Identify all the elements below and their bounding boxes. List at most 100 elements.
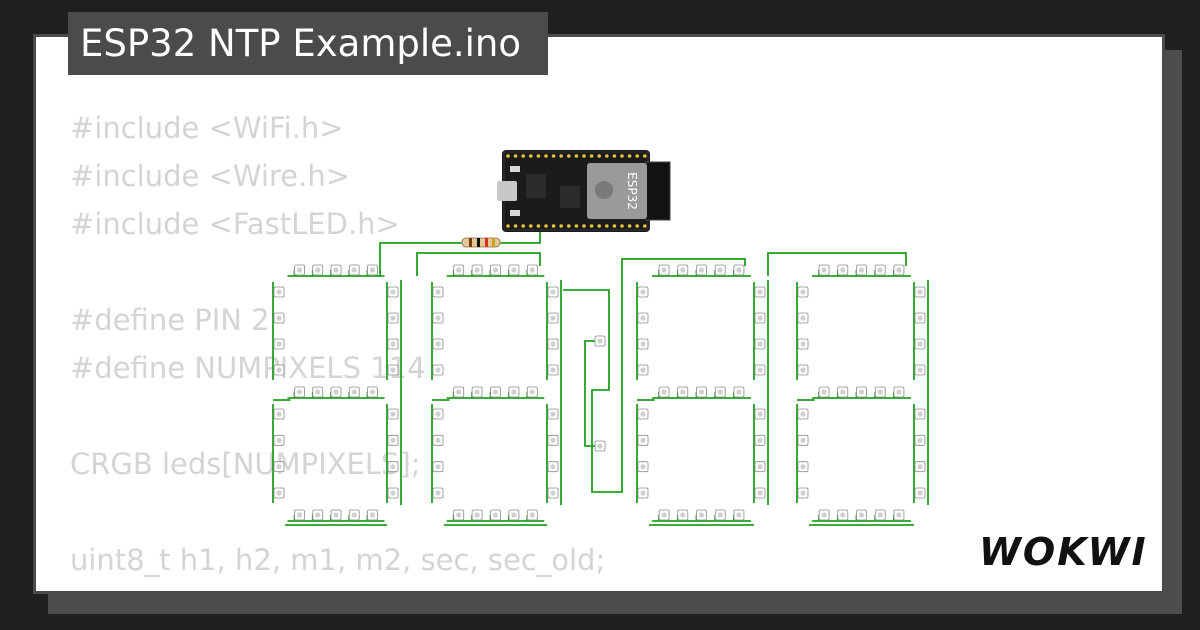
led-pixel[interactable] <box>914 434 926 446</box>
led-pixel[interactable] <box>273 487 285 499</box>
led-pixel[interactable] <box>432 312 444 324</box>
led-pixel[interactable] <box>526 264 538 276</box>
led-pixel[interactable] <box>893 264 905 276</box>
board-pin[interactable] <box>574 224 579 228</box>
led-pixel[interactable] <box>432 461 444 473</box>
led-pixel[interactable] <box>754 286 766 298</box>
led-pixel[interactable] <box>658 264 670 276</box>
led-pixel[interactable] <box>432 338 444 350</box>
led-pixel[interactable] <box>637 364 649 376</box>
led-pixel[interactable] <box>547 408 559 420</box>
led-pixel[interactable] <box>637 286 649 298</box>
led-pixel[interactable] <box>348 386 360 398</box>
led-pixel[interactable] <box>273 461 285 473</box>
led-pixel[interactable] <box>453 386 465 398</box>
board-pin[interactable] <box>620 154 624 158</box>
board-pin[interactable] <box>544 154 548 158</box>
led-pixel[interactable] <box>547 434 559 446</box>
board-pin[interactable] <box>605 224 609 228</box>
led-pixel[interactable] <box>677 386 689 398</box>
led-pixel[interactable] <box>856 386 867 398</box>
led-pixel[interactable] <box>387 364 399 376</box>
led-pixel[interactable] <box>914 312 926 324</box>
led-pixel[interactable] <box>696 264 707 276</box>
reset-button[interactable] <box>510 210 520 216</box>
board-pin[interactable] <box>605 154 609 158</box>
led-pixel[interactable] <box>432 286 444 298</box>
led-pixel[interactable] <box>387 286 399 298</box>
led-pixel[interactable] <box>733 386 745 398</box>
led-pixel[interactable] <box>677 264 689 276</box>
led-pixel[interactable] <box>547 461 559 473</box>
led-pixel[interactable] <box>294 509 305 521</box>
led-pixel[interactable] <box>547 312 559 324</box>
resistor[interactable] <box>461 237 501 248</box>
led-pixel[interactable] <box>914 364 926 376</box>
led-pixel[interactable] <box>797 434 809 446</box>
board-pin[interactable] <box>529 224 533 228</box>
led-pixel[interactable] <box>367 386 378 398</box>
led-pixel[interactable] <box>490 386 501 398</box>
led-pixel[interactable] <box>893 386 905 398</box>
board-pin[interactable] <box>589 224 594 228</box>
board-pin[interactable] <box>627 224 632 228</box>
board-pin[interactable] <box>574 154 579 158</box>
led-pixel[interactable] <box>714 386 726 398</box>
led-pixel[interactable] <box>837 386 849 398</box>
board-pin[interactable] <box>589 154 594 158</box>
led-pixel[interactable] <box>387 461 399 473</box>
led-pixel[interactable] <box>547 487 559 499</box>
led-pixel[interactable] <box>797 286 809 298</box>
led-pixel[interactable] <box>714 509 726 521</box>
led-pixel[interactable] <box>594 335 606 347</box>
board-pin[interactable] <box>536 224 541 228</box>
board-pin[interactable] <box>635 154 639 158</box>
led-pixel[interactable] <box>637 312 649 324</box>
board-pin[interactable] <box>612 154 617 158</box>
led-pixel[interactable] <box>387 487 399 499</box>
led-pixel[interactable] <box>914 338 926 350</box>
led-pixel[interactable] <box>818 264 830 276</box>
board-pin[interactable] <box>536 154 541 158</box>
board-pin[interactable] <box>567 154 571 158</box>
board-pin[interactable] <box>551 154 556 158</box>
board-pin[interactable] <box>513 224 518 228</box>
led-pixel[interactable] <box>914 487 926 499</box>
board-pin[interactable] <box>559 154 563 158</box>
led-pixel[interactable] <box>856 264 867 276</box>
led-pixel[interactable] <box>856 509 867 521</box>
led-pixel[interactable] <box>914 461 926 473</box>
led-pixel[interactable] <box>453 509 465 521</box>
led-pixel[interactable] <box>914 408 926 420</box>
led-pixel[interactable] <box>874 264 886 276</box>
led-pixel[interactable] <box>547 338 559 350</box>
wokwi-logo-icon[interactable]: WOKWI <box>975 525 1150 575</box>
led-pixel[interactable] <box>547 286 559 298</box>
led-pixel[interactable] <box>754 408 766 420</box>
led-pixel[interactable] <box>330 264 342 276</box>
led-pixel[interactable] <box>677 509 689 521</box>
led-pixel[interactable] <box>893 509 905 521</box>
led-pixel[interactable] <box>526 386 538 398</box>
led-pixel[interactable] <box>387 434 399 446</box>
board-pin[interactable] <box>643 154 647 158</box>
board-pin[interactable] <box>567 224 571 228</box>
led-pixel[interactable] <box>837 264 849 276</box>
board-pin[interactable] <box>597 224 601 228</box>
led-pixel[interactable] <box>754 434 766 446</box>
led-pixel[interactable] <box>637 408 649 420</box>
led-pixel[interactable] <box>818 386 830 398</box>
led-pixel[interactable] <box>471 509 483 521</box>
led-pixel[interactable] <box>637 487 649 499</box>
led-pixel[interactable] <box>273 434 285 446</box>
board-pin[interactable] <box>506 154 510 158</box>
board-pin[interactable] <box>635 224 639 228</box>
led-pixel[interactable] <box>432 487 444 499</box>
led-pixel[interactable] <box>453 264 465 276</box>
led-pixel[interactable] <box>387 408 399 420</box>
led-pixel[interactable] <box>471 386 483 398</box>
led-pixel[interactable] <box>508 509 520 521</box>
led-pixel[interactable] <box>754 338 766 350</box>
led-pixel[interactable] <box>714 264 726 276</box>
led-pixel[interactable] <box>312 264 324 276</box>
